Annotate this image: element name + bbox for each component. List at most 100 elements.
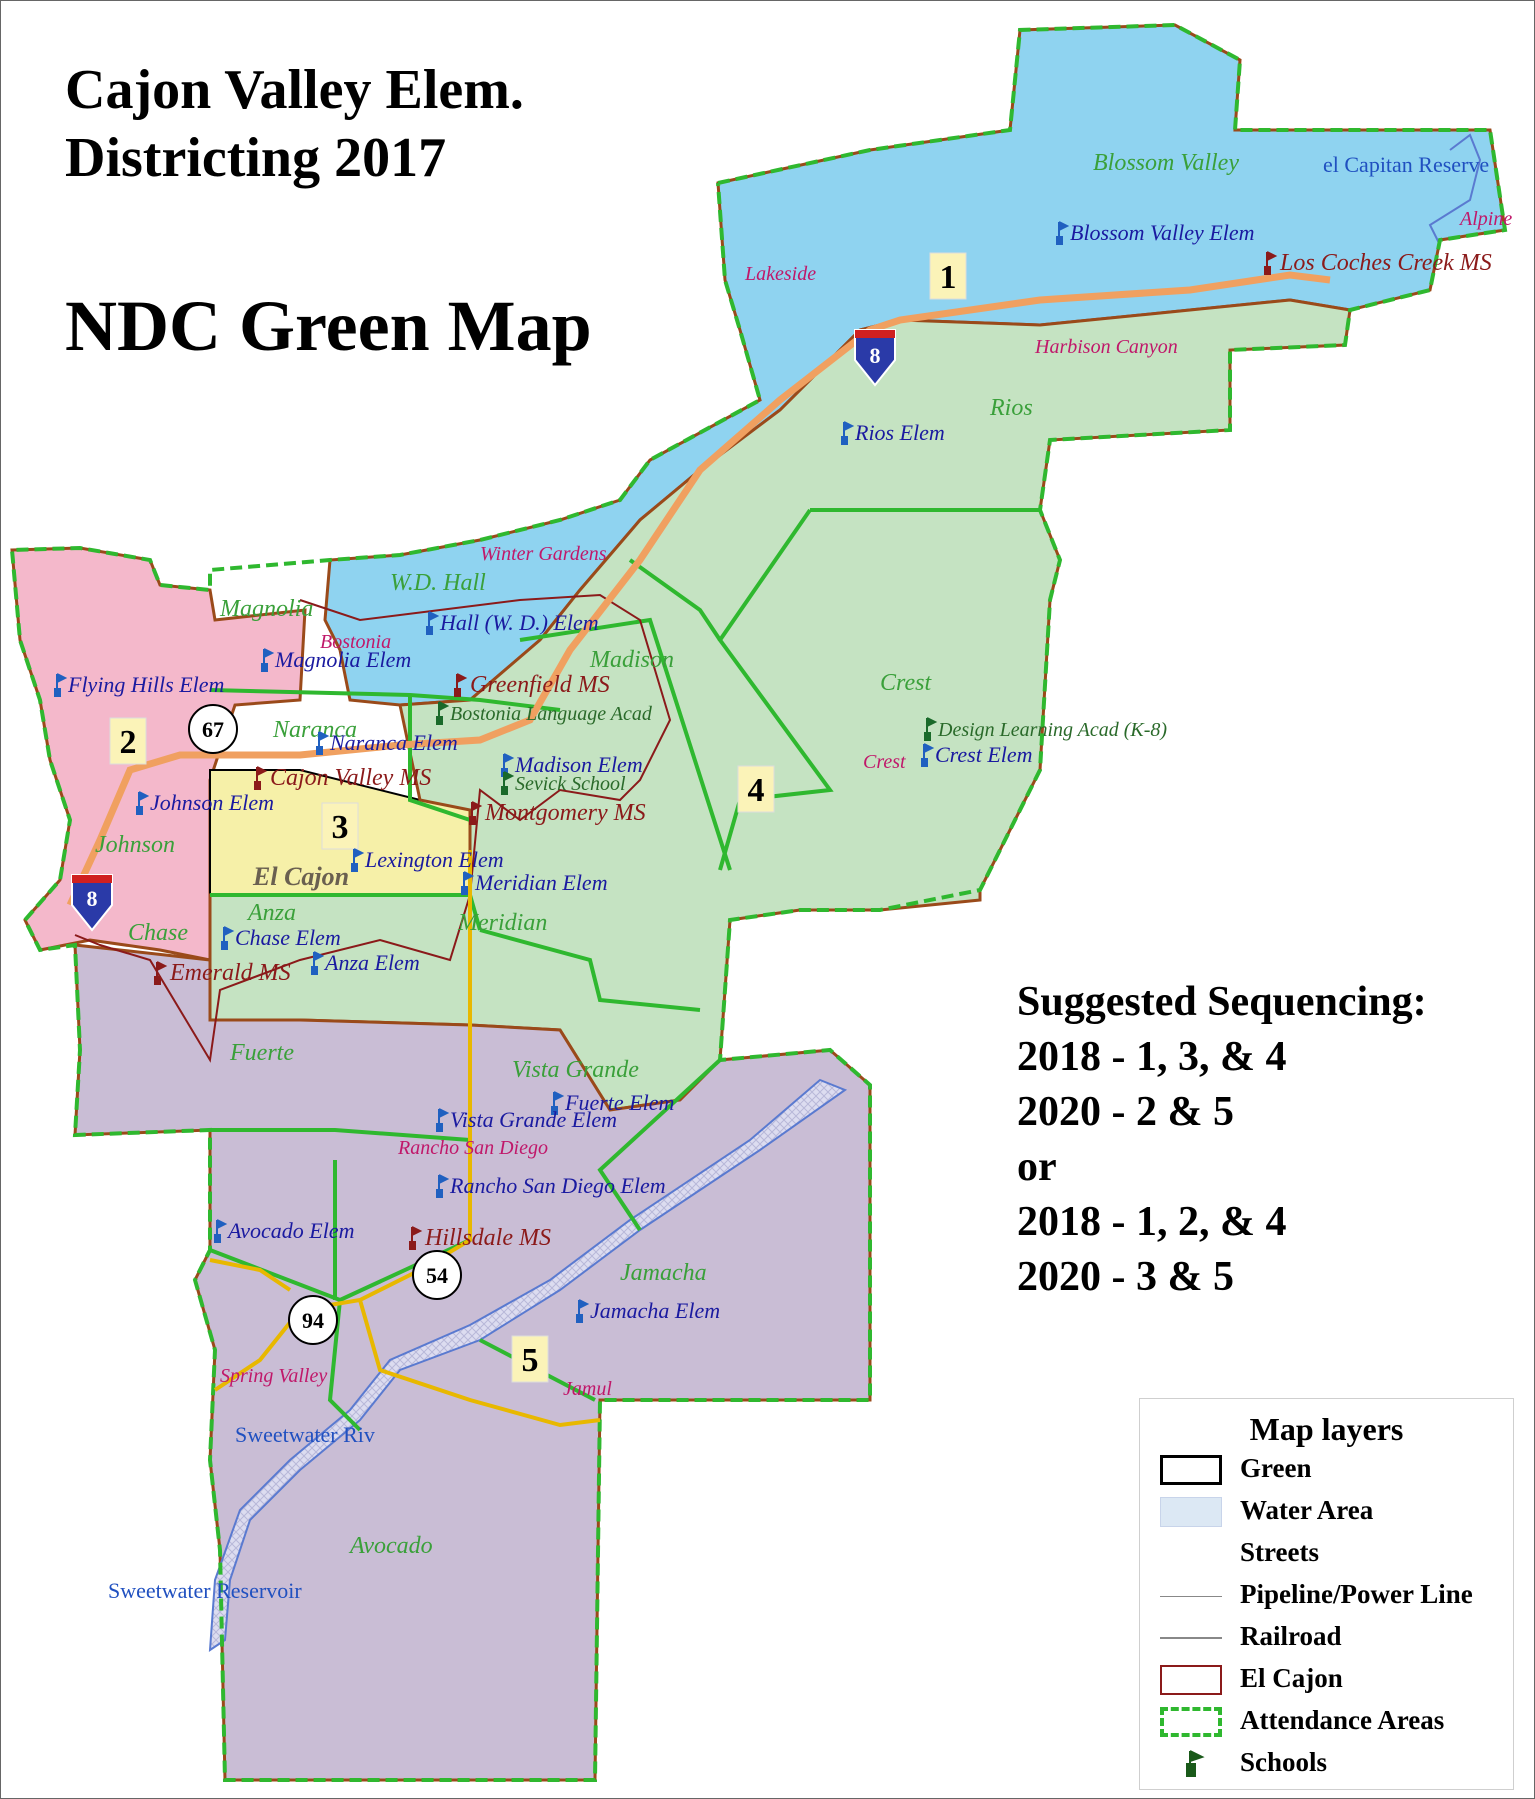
attendance-area-label: W.D. Hall (390, 570, 486, 596)
middle-school-label: Cajon Valley MS (270, 765, 431, 791)
sequencing-heading: Suggested Sequencing: (1017, 979, 1427, 1025)
green-boundary-swatch (1160, 1455, 1222, 1485)
route-94-shield (288, 1295, 338, 1345)
community-label: Harbison Canyon (1034, 336, 1178, 358)
highway-number-label: 8 (87, 886, 98, 911)
school-flag-icon (551, 1091, 565, 1115)
sweetwater-river (208, 1078, 848, 1652)
elementary-school-label: Blossom Valley Elem (1070, 220, 1255, 245)
legend-item-el-cajon: El Cajon (1152, 1661, 1512, 1701)
school-flag-icon (501, 771, 515, 795)
school-flag-icon (1160, 1749, 1222, 1779)
school-flag-icon (221, 926, 235, 950)
el-capitan-reservoir (1428, 133, 1482, 246)
el-cajon-swatch (1160, 1665, 1222, 1695)
elementary-school-label: Avocado Elem (226, 1218, 354, 1243)
elementary-school-label: Anza Elem (323, 950, 420, 975)
map-title-year: Districting 2017 (65, 127, 447, 189)
map-subtitle: NDC Green Map (65, 286, 592, 366)
highway-number-label: 54 (426, 1263, 448, 1288)
middle-school-flag-icon (1264, 251, 1278, 275)
community-label: Bostonia (320, 631, 391, 653)
school-flag-icon (316, 731, 330, 755)
community-label: Crest (863, 751, 906, 773)
school-flag-icon (921, 743, 935, 767)
interstate-shield-north (854, 329, 896, 387)
elementary-school-label: Rancho San Diego Elem (449, 1173, 666, 1198)
highway-number-label: 67 (202, 717, 224, 742)
district-number-label: 1 (940, 259, 957, 296)
middle-school-flag-icon (469, 801, 483, 825)
other-school-label: Sevick School (515, 773, 626, 795)
attendance-area-lines (9, 22, 1508, 1782)
middle-school-flag-icon (154, 961, 168, 985)
community-label: Lakeside (744, 263, 816, 285)
middle-school-label: Los Coches Creek MS (1279, 250, 1492, 276)
district-number-markers (109, 252, 967, 1383)
community-label: Spring Valley (220, 1365, 327, 1387)
legend-item-water-area: Water Area (1152, 1493, 1512, 1533)
sequencing-line: 2018 - 1, 3, & 4 (1017, 1034, 1287, 1080)
school-flag-icon (841, 421, 855, 445)
school-flag-icon (924, 717, 938, 741)
attendance-areas-swatch (1160, 1707, 1222, 1737)
pipeline-swatch (1160, 1581, 1222, 1597)
school-flag-icon (136, 791, 150, 815)
attendance-area-label: Fuerte (229, 1040, 294, 1066)
community-label: Alpine (1458, 208, 1512, 230)
school-flag-icon (261, 648, 275, 672)
school-flag-icon (214, 1219, 228, 1243)
community-label: Rancho San Diego (397, 1137, 548, 1159)
legend-item-pipeline: Pipeline/Power Line (1152, 1577, 1512, 1617)
district-boundaries (209, 508, 1040, 1432)
interstate-shield-west (71, 874, 113, 932)
attendance-area-label: Avocado (348, 1533, 433, 1559)
legend-title: Map layers (1249, 1411, 1404, 1447)
legend-item-attendance-areas: Attendance Areas (1152, 1703, 1512, 1743)
other-school-label: Design Learning Acad (K-8) (937, 719, 1167, 741)
district-number-label: 5 (522, 1342, 539, 1379)
sequencing-line: or (1017, 1144, 1057, 1190)
elementary-school-label: Flying Hills Elem (67, 672, 224, 697)
school-flag-icon (351, 848, 365, 872)
highway-route (209, 850, 601, 1428)
railroad-swatch (1160, 1623, 1222, 1639)
school-flag-icon (436, 1108, 450, 1132)
interstate-8-route (66, 271, 1331, 907)
attendance-area-label: Naranca (272, 717, 357, 743)
attendance-area-label: Meridian (457, 910, 547, 936)
elementary-school-label: Johnson Elem (150, 790, 274, 815)
district-number-label: 4 (748, 772, 765, 809)
middle-school-label: Hillsdale MS (424, 1225, 551, 1251)
legend-item-green: Green (1152, 1451, 1512, 1491)
middle-school-label: Montgomery MS (484, 800, 646, 826)
map-legend: Map layers Green Water Area Streets Pipe… (1139, 1398, 1514, 1790)
elementary-school-label: Naranca Elem (329, 730, 458, 755)
route-54-shield (412, 1250, 462, 1300)
school-flag-icon (426, 611, 440, 635)
community-label: Winter Gardens (480, 543, 607, 565)
middle-school-flag-icon (454, 673, 468, 697)
legend-item-streets: Streets (1240, 1537, 1319, 1567)
elementary-school-label: Lexington Elem (364, 847, 504, 872)
attendance-area-label: Blossom Valley (1093, 150, 1239, 176)
el-cajon-boundary (74, 593, 672, 1063)
middle-school-flag-icon (409, 1226, 423, 1250)
middle-school-label: Emerald MS (169, 960, 291, 986)
water-label: Sweetwater Reservoir (108, 1578, 302, 1603)
elementary-school-label: Hall (W. D.) Elem (439, 610, 599, 635)
attendance-area-label: Johnson (95, 832, 175, 858)
suggested-sequencing: Suggested Sequencing: 2018 - 1, 3, & 4 2… (1017, 975, 1427, 1305)
water-label: Sweetwater Riv (235, 1422, 375, 1447)
district-number-label: 2 (120, 724, 137, 761)
attendance-area-label: Jamacha (620, 1260, 707, 1286)
elementary-school-label: Magnolia Elem (274, 647, 411, 672)
sequencing-line: 2020 - 2 & 5 (1017, 1089, 1234, 1135)
elementary-school-label: Vista Grande Elem (450, 1107, 617, 1132)
attendance-area-label: Chase (128, 920, 188, 946)
school-flag-icon (436, 701, 450, 725)
attendance-area-label: Madison (589, 647, 674, 673)
legend-item-railroad: Railroad (1152, 1619, 1512, 1659)
